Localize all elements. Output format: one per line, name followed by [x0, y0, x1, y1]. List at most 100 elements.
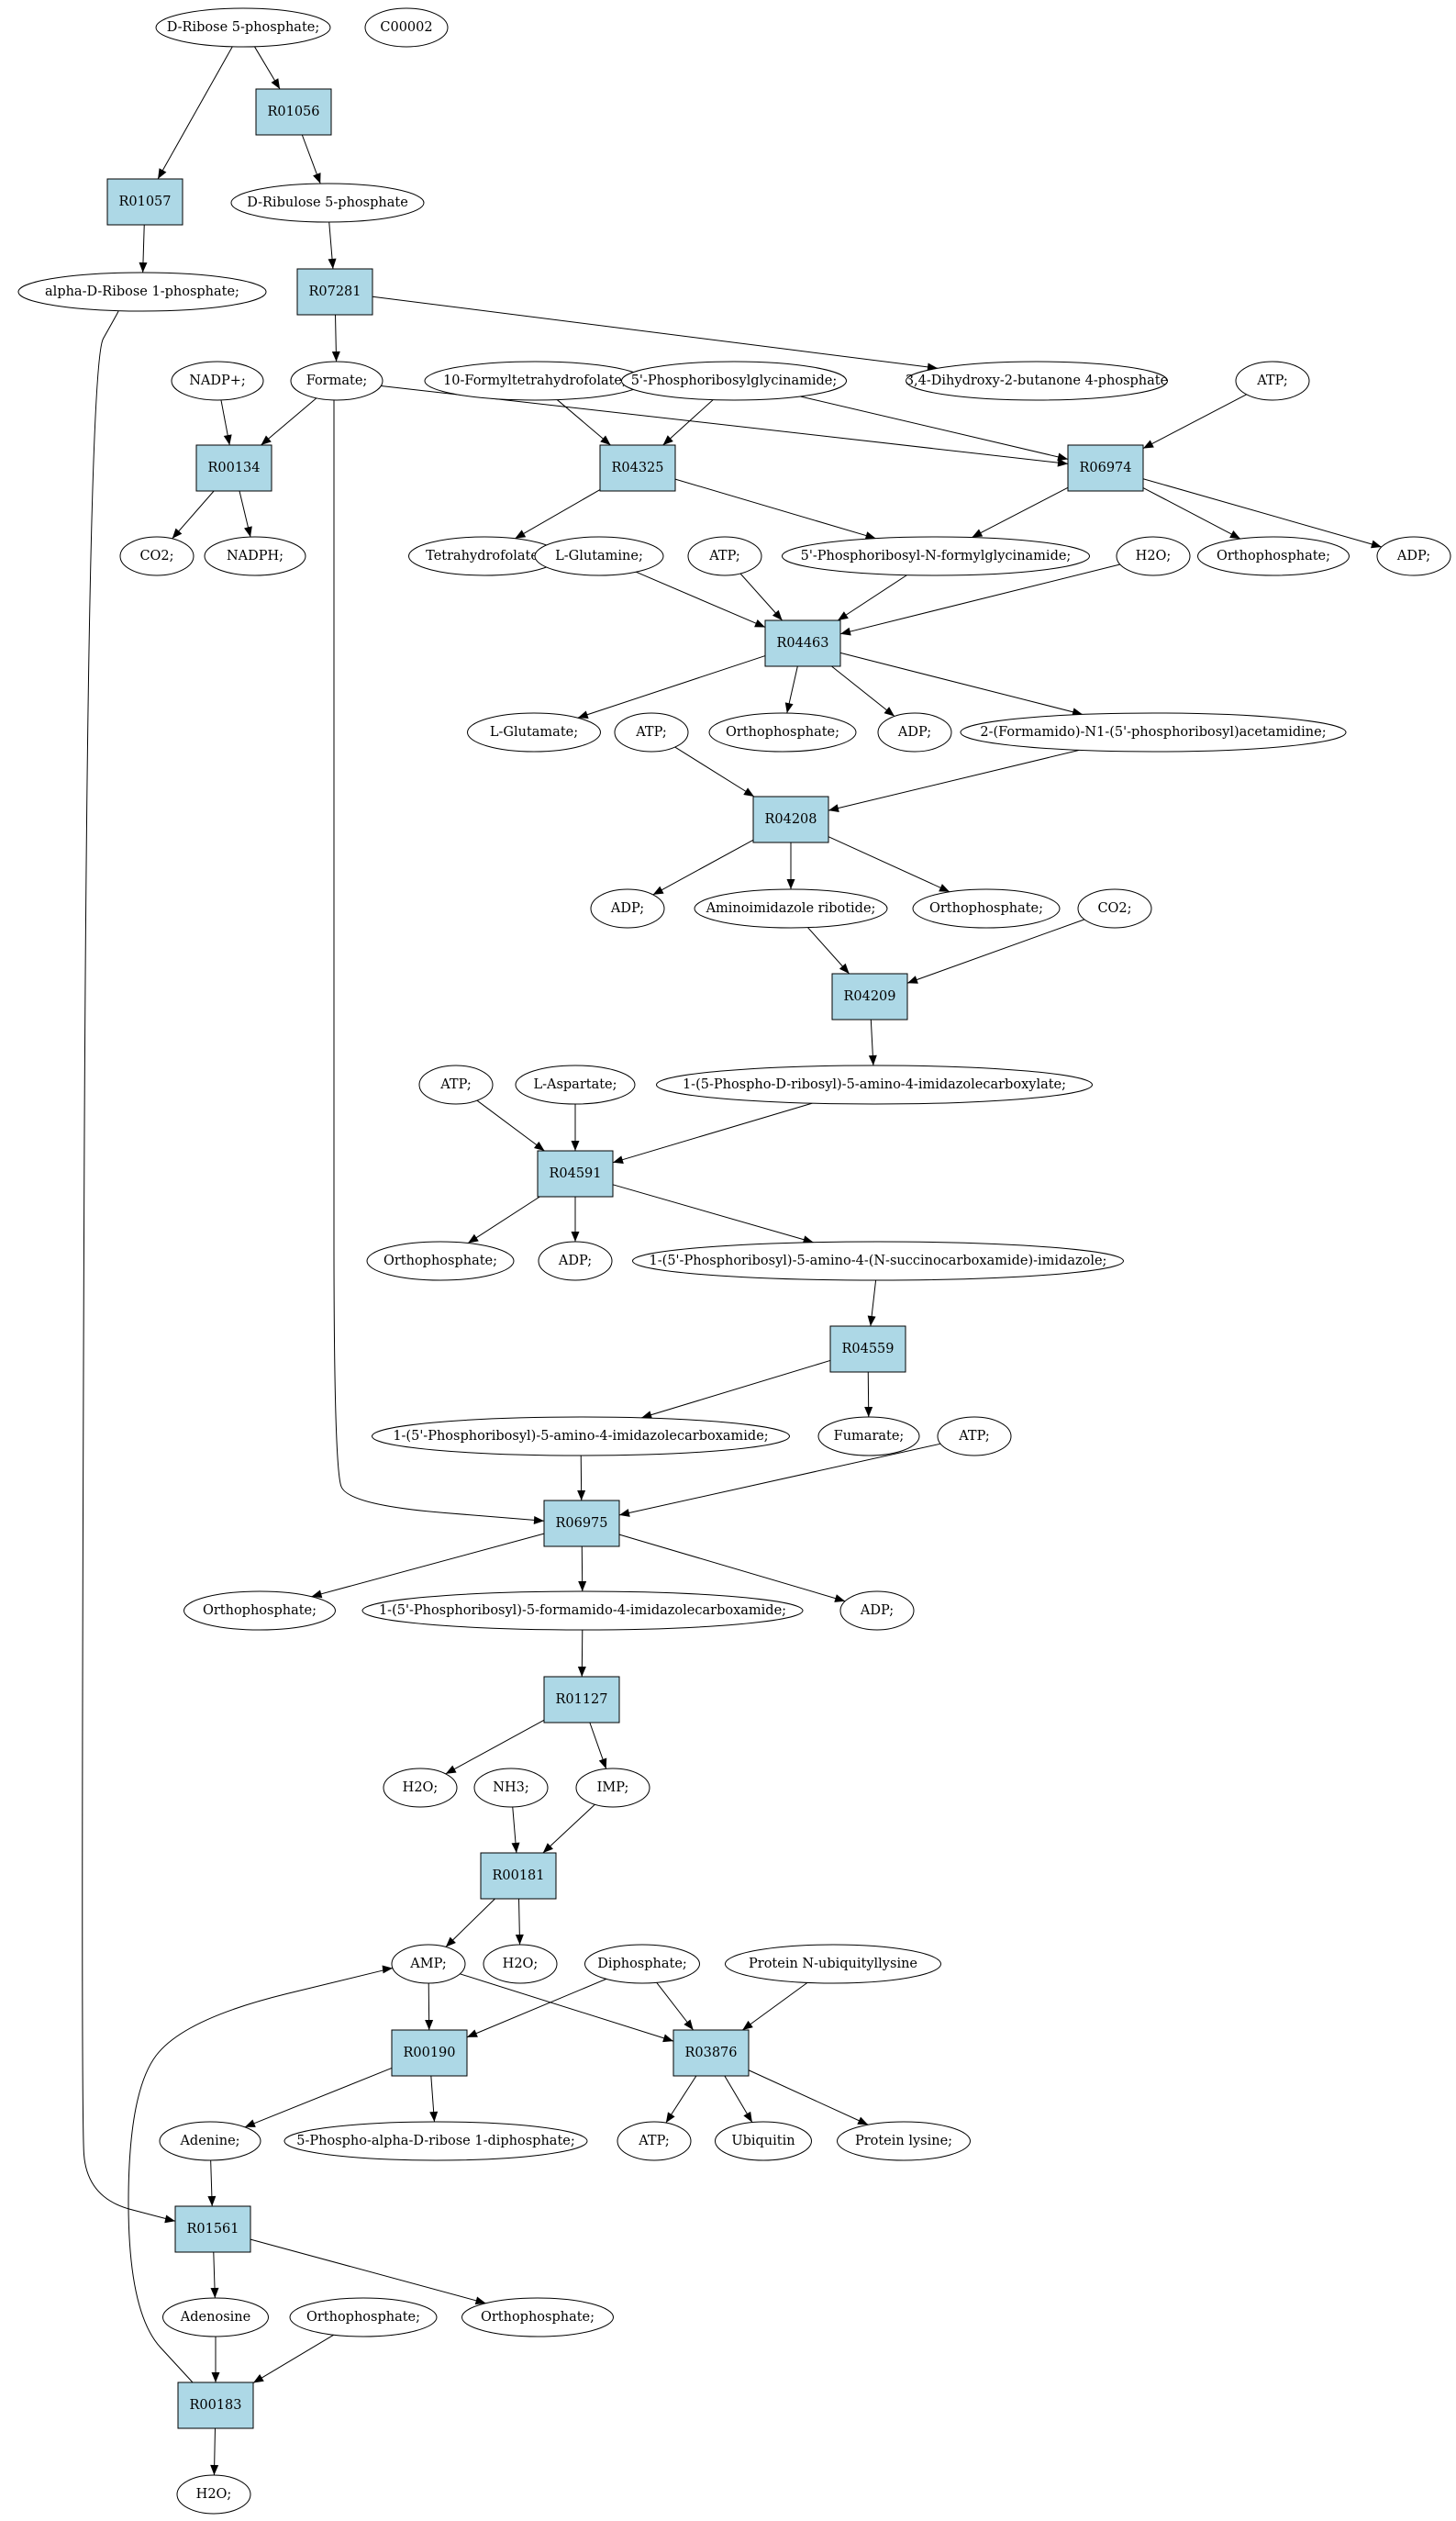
compound-node-c_atp2[interactable]: ATP;: [687, 536, 762, 576]
edge-r04209-to-c_cair-arrowhead: [868, 1054, 877, 1066]
compound-node-c_dru5p[interactable]: D-Ribulose 5-phosphate: [230, 183, 425, 223]
node-label: Orthophosphate;: [203, 1603, 317, 1618]
reaction-node-r00134[interactable]: R00134: [195, 444, 272, 492]
compound-node-c_atp3[interactable]: ATP;: [614, 712, 689, 753]
compound-node-c_atp1[interactable]: ATP;: [1235, 361, 1310, 401]
reaction-node-r03876[interactable]: R03876: [672, 2029, 750, 2077]
compound-node-c_dr5p[interactable]: D-Ribose 5-phosphate;: [155, 7, 331, 48]
compound-node-c_fgar[interactable]: 5'-Phosphoribosyl-N-formylglycinamide;: [782, 536, 1090, 576]
reaction-node-r00183[interactable]: R00183: [177, 2382, 254, 2429]
compound-node-c_atp5[interactable]: ATP;: [937, 1416, 1012, 1456]
reaction-node-r00190[interactable]: R00190: [391, 2029, 468, 2077]
compound-node-c_prpp[interactable]: 5-Phospho-alpha-D-ribose 1-diphosphate;: [283, 2121, 588, 2161]
compound-node-c_air[interactable]: Aminoimidazole ribotide;: [694, 888, 888, 929]
compound-node-c_asp[interactable]: L-Aspartate;: [515, 1065, 636, 1105]
compound-node-c_atp6[interactable]: ATP;: [617, 2121, 692, 2161]
node-label: CO2;: [139, 549, 173, 563]
edge-c_atp1-to-r06974-arrowhead: [1143, 440, 1154, 449]
node-label: R01056: [267, 105, 319, 119]
edge-r06974-to-c_adp1-arrowhead: [1371, 540, 1382, 549]
compound-node-c_adr1p[interactable]: alpha-D-Ribose 1-phosphate;: [17, 272, 267, 312]
edge-c_pnu-to-r03876-arrowhead: [742, 2020, 753, 2030]
edge-c_nadp-to-r00134-arrowhead: [223, 434, 232, 445]
compound-node-c_cair[interactable]: 1-(5-Phospho-D-ribosyl)-5-amino-4-imidaz…: [656, 1065, 1093, 1105]
compound-node-c_adp5[interactable]: ADP;: [839, 1590, 915, 1631]
compound-node-c_nadp[interactable]: NADP+;: [171, 361, 264, 401]
compound-ellipse: [183, 1590, 336, 1631]
compound-node-c_aicar[interactable]: 1-(5'-Phosphoribosyl)-5-amino-4-imidazol…: [372, 1416, 790, 1456]
compound-node-c_h2o2[interactable]: H2O;: [383, 1768, 458, 1808]
edge-r04325-to-c_thf: [515, 489, 601, 540]
compound-node-c_h2o3[interactable]: H2O;: [483, 1944, 558, 1984]
compound-node-c_prg[interactable]: 5'-Phosphoribosylglycinamide;: [621, 361, 847, 401]
compound-node-c_pi3[interactable]: Orthophosphate;: [912, 888, 1061, 929]
reaction-node-r01127[interactable]: R01127: [543, 1676, 620, 1723]
compound-node-c_nh3[interactable]: NH3;: [473, 1768, 549, 1808]
compound-node-c_plys[interactable]: Protein lysine;: [837, 2121, 971, 2161]
compound-node-c_saicar[interactable]: 1-(5'-Phosphoribosyl)-5-amino-4-(N-succi…: [632, 1241, 1124, 1281]
node-label: R00183: [189, 2398, 241, 2413]
edge-c_pi6-to-r00183: [252, 2334, 335, 2383]
compound-node-c_pi7[interactable]: Orthophosphate;: [461, 2297, 614, 2337]
compound-node-c_gln[interactable]: L-Glutamine;: [534, 536, 664, 576]
compound-node-c_fum[interactable]: Fumarate;: [817, 1416, 920, 1456]
compound-node-c_h2o1[interactable]: H2O;: [1116, 536, 1191, 576]
edge-c_aicar-to-r06975-arrowhead: [577, 1489, 586, 1500]
edge-r01127-to-c_imp-arrowhead: [598, 1757, 607, 1769]
reaction-node-r00181[interactable]: R00181: [480, 1852, 557, 1900]
edge-c_prg-to-r04325-arrowhead: [662, 435, 673, 445]
compound-node-c_pnu[interactable]: Protein N-ubiquityllysine: [725, 1944, 941, 1984]
compound-node-c_ppi[interactable]: Diphosphate;: [584, 1944, 700, 1984]
reaction-node-r01057[interactable]: R01057: [106, 178, 183, 226]
compound-node-c_faicar[interactable]: 1-(5'-Phosphoribosyl)-5-formamido-4-imid…: [361, 1590, 804, 1631]
compound-node-c_pi4[interactable]: Orthophosphate;: [366, 1241, 515, 1281]
compound-node-c_adp3[interactable]: ADP;: [590, 888, 665, 929]
compound-node-c_atp4[interactable]: ATP;: [418, 1065, 494, 1105]
compound-node-c_adp1[interactable]: ADP;: [1376, 536, 1451, 576]
reaction-node-r01561[interactable]: R01561: [174, 2205, 251, 2253]
reaction-node-r06974[interactable]: R06974: [1067, 444, 1144, 492]
edge-c_10fthf-to-r04325-arrowhead: [600, 435, 611, 445]
reaction-node-r04208[interactable]: R04208: [752, 796, 829, 843]
reaction-node-r04559[interactable]: R04559: [829, 1325, 906, 1373]
node-label: R01561: [186, 2222, 239, 2237]
compound-node-c_pi2[interactable]: Orthophosphate;: [708, 712, 857, 753]
compound-node-c_formate[interactable]: Formate;: [290, 361, 383, 401]
compound-node-c_amp[interactable]: AMP;: [391, 1944, 466, 1984]
compound-node-c_adp4[interactable]: ADP;: [538, 1241, 613, 1281]
node-label: 2-(Formamido)-N1-(5'-phosphoribosyl)acet…: [980, 725, 1326, 740]
compound-node-c_imp[interactable]: IMP;: [575, 1768, 650, 1808]
compound-node-c_dhbp[interactable]: 3,4-Dihydroxy-2-butanone 4-phosphate: [906, 361, 1168, 401]
edge-c_co2b-to-r04209: [906, 919, 1085, 984]
reaction-node-r04325[interactable]: R04325: [599, 444, 676, 492]
compound-node-c_10fthf[interactable]: 10-Formyltetrahydrofolate;: [424, 361, 646, 401]
compound-node-c_glu[interactable]: L-Glutamate;: [467, 712, 601, 753]
compound-node-c00002[interactable]: C00002: [364, 7, 449, 48]
compound-node-c_ubq[interactable]: Ubiquitin: [715, 2121, 812, 2161]
compound-ellipse: [1116, 536, 1191, 576]
compound-node-c_co2b[interactable]: CO2;: [1077, 888, 1152, 929]
reaction-node-r07281[interactable]: R07281: [296, 268, 373, 316]
compound-node-c_fgam[interactable]: 2-(Formamido)-N1-(5'-phosphoribosyl)acet…: [960, 712, 1347, 753]
compound-node-c_adp2[interactable]: ADP;: [877, 712, 952, 753]
reaction-node-r04463[interactable]: R04463: [764, 619, 841, 667]
compound-node-c_pi1[interactable]: Orthophosphate;: [1197, 536, 1350, 576]
compound-node-c_ade[interactable]: Adenine;: [159, 2121, 261, 2161]
compound-node-c_nadph[interactable]: NADPH;: [204, 536, 306, 576]
compound-node-c_pi6[interactable]: Orthophosphate;: [289, 2297, 438, 2337]
node-label: NH3;: [493, 1780, 528, 1795]
edge-r01127-to-c_h2o2-arrowhead: [445, 1765, 457, 1774]
compound-ellipse: [839, 1590, 915, 1631]
edge-r03876-to-c_atp6-arrowhead: [665, 2112, 675, 2124]
reaction-box: [195, 444, 272, 492]
compound-node-c_h2o4[interactable]: H2O;: [176, 2474, 251, 2515]
compound-node-c_ado[interactable]: Adenosine: [162, 2297, 269, 2337]
edge-c_imp-to-r00181: [542, 1803, 595, 1854]
reaction-node-r06975[interactable]: R06975: [543, 1500, 620, 1547]
reaction-node-r01056[interactable]: R01056: [255, 88, 332, 136]
reaction-node-r04591[interactable]: R04591: [537, 1150, 614, 1198]
compound-node-c_co2a[interactable]: CO2;: [119, 536, 195, 576]
reaction-node-r04209[interactable]: R04209: [831, 973, 908, 1021]
edge-c_pi6-to-r00183-arrowhead: [253, 2374, 264, 2383]
compound-node-c_pi5[interactable]: Orthophosphate;: [183, 1590, 336, 1631]
